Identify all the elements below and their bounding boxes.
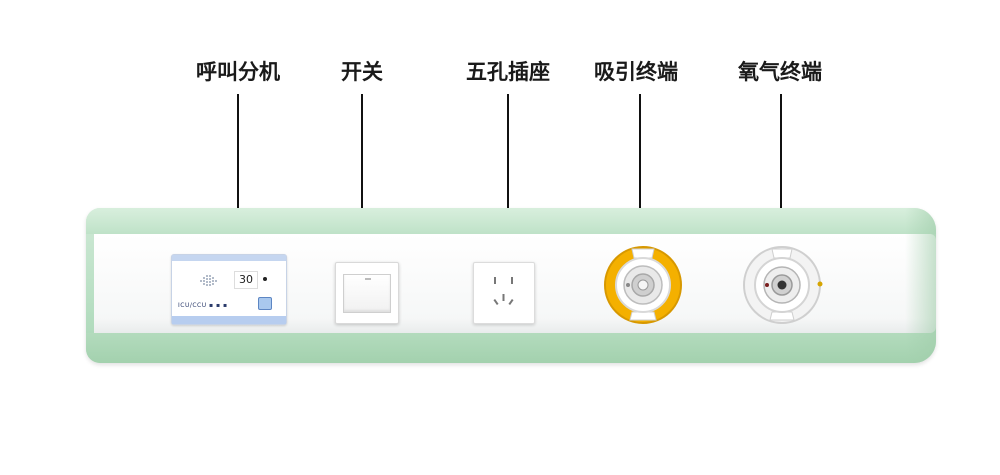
rail-end-cap [905, 208, 936, 363]
suction-terminal[interactable] [602, 244, 684, 326]
rail-bottom-strip [86, 333, 936, 363]
switch-rocker[interactable] [343, 274, 391, 313]
nurse-call-unit[interactable]: 30 ICU/CCU ▪ ▪ ▪ [171, 254, 287, 325]
call-button-icon[interactable] [258, 297, 272, 310]
call-unit-top-bar [172, 255, 286, 261]
five-hole-outlet[interactable] [473, 262, 535, 324]
label-call-unit: 呼叫分机 [196, 60, 280, 84]
call-unit-bottom-bar [172, 316, 286, 324]
indicator-dot [263, 277, 267, 281]
oxygen-terminal[interactable] [741, 244, 823, 326]
call-unit-brand: ICU/CCU ▪ ▪ ▪ [178, 302, 228, 309]
label-outlet: 五孔插座 [466, 60, 550, 84]
light-switch[interactable] [335, 262, 399, 324]
bed-number-display: 30 [234, 271, 258, 289]
label-oxygen-terminal: 氧气终端 [738, 60, 822, 84]
label-switch: 开关 [341, 60, 383, 84]
switch-indicator-mark [365, 278, 371, 280]
rail-top-strip [86, 208, 936, 234]
speaker-icon [200, 275, 217, 286]
outlet-holes-icon [493, 277, 514, 306]
label-suction-terminal: 吸引终端 [594, 60, 678, 84]
